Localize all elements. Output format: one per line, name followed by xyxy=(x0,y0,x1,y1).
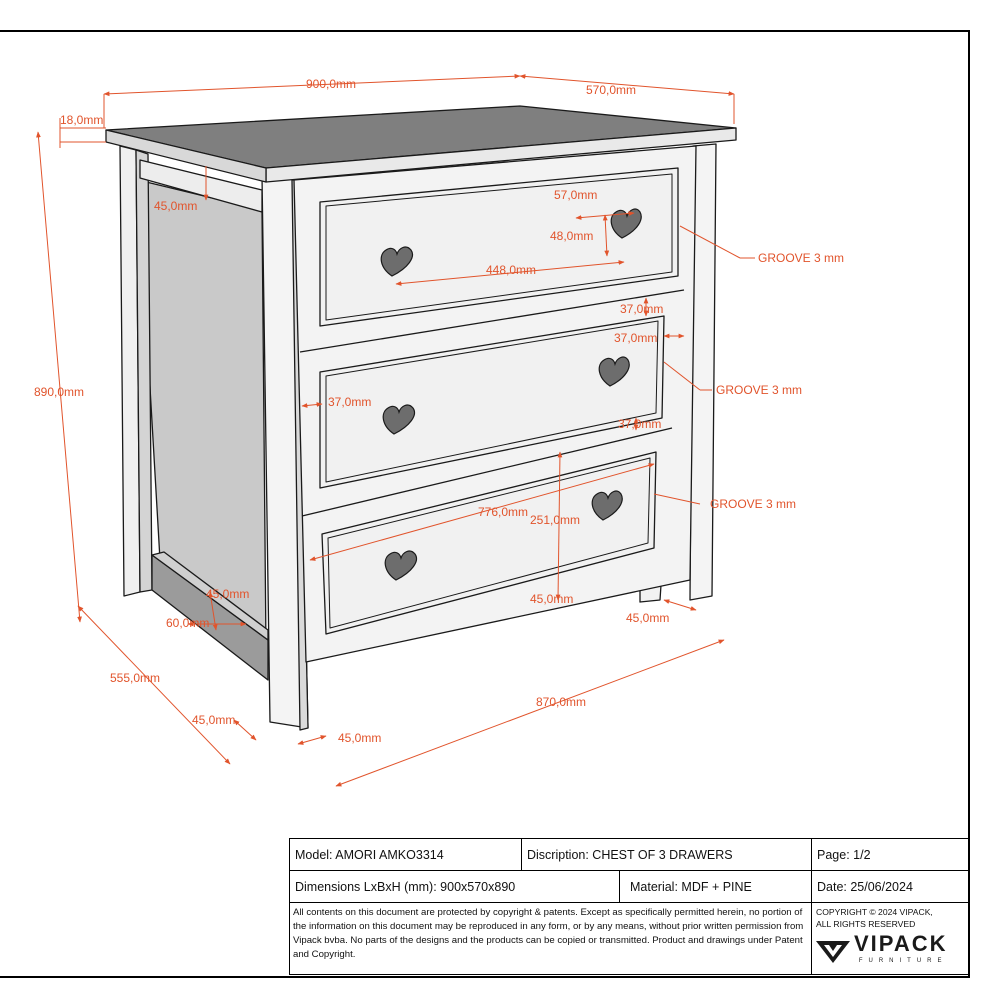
dim-base-width: 870,0mm xyxy=(536,695,586,709)
dim-leg-right: 45,0mm xyxy=(626,611,669,625)
date-cell: Date: 25/06/2024 xyxy=(811,870,970,903)
heart-knob-icon xyxy=(382,404,415,435)
page-cell: Page: 1/2 xyxy=(811,838,970,871)
groove-label-3: GROOVE 3 mm xyxy=(710,497,796,511)
title-block: Model: AMORI AMKO3314 Discription: CHEST… xyxy=(289,838,970,975)
dim-depth-top: 570,0mm xyxy=(586,83,636,97)
dim-drawer-gap-v: 37,0mm xyxy=(620,302,663,316)
dim-drawer-gap-v2: 37,0mm xyxy=(618,417,661,431)
dim-top-thickness: 18,0mm xyxy=(60,113,103,127)
dimensions-cell: Dimensions LxBxH (mm): 900x570x890 xyxy=(289,870,620,903)
dim-stretcher-depth: 60,0mm xyxy=(166,616,209,630)
logo-sub: FURNITURE xyxy=(858,958,948,964)
groove-label-2: GROOVE 3 mm xyxy=(716,383,802,397)
groove-label-1: GROOVE 3 mm xyxy=(758,251,844,265)
dim-base-depth: 555,0mm xyxy=(110,671,160,685)
material-cell: Material: MDF + PINE xyxy=(619,870,812,903)
drawing-frame xyxy=(0,30,970,978)
copyright-line-1: COPYRIGHT © 2024 VIPACK, xyxy=(816,907,933,917)
dim-drawer-width: 776,0mm xyxy=(478,505,528,519)
dimension-lines xyxy=(36,73,755,787)
dim-stretcher-height: 45,0mm xyxy=(206,587,249,601)
copyright-cell: COPYRIGHT © 2024 VIPACK, ALL RIGHTS RESE… xyxy=(811,902,970,975)
dim-overall-height: 890,0mm xyxy=(34,385,84,399)
legal-notice: All contents on this document are protec… xyxy=(289,902,812,975)
top-side-edge xyxy=(105,129,267,183)
drawer-1-groove xyxy=(325,173,673,321)
dim-width-top: 900,0mm xyxy=(306,77,356,91)
dim-leg-left-width: 45,0mm xyxy=(192,713,235,727)
dim-drawer-gap-h: 37,0mm xyxy=(614,331,657,345)
dim-drawer-side-gap: 37,0mm xyxy=(328,395,371,409)
vipack-logo: VIPACK FURNITURE xyxy=(816,931,965,967)
drawer-2 xyxy=(319,315,665,489)
drawer-2-groove xyxy=(325,320,659,483)
dim-drawer-height: 251,0mm xyxy=(530,513,580,527)
dim-knob-spacing: 448,0mm xyxy=(486,263,536,277)
vipack-logo-icon xyxy=(816,940,850,963)
dim-leg-front-width: 45,0mm xyxy=(338,731,381,745)
heart-knob-icon xyxy=(598,356,630,387)
copyright-line-2: ALL RIGHTS RESERVED xyxy=(816,919,916,929)
logo-word: VIPACK xyxy=(854,931,948,956)
dimension-labels: 900,0mm 570,0mm 18,0mm 890,0mm 45,0mm 57… xyxy=(34,77,844,745)
dim-bottom-rail: 45,0mm xyxy=(530,592,573,606)
drawer-1 xyxy=(319,167,679,327)
dim-knob-width: 57,0mm xyxy=(554,188,597,202)
description-cell: Discription: CHEST OF 3 DRAWERS xyxy=(521,838,812,871)
dim-top-rail: 45,0mm xyxy=(154,199,197,213)
model-cell: Model: AMORI AMKO3314 xyxy=(289,838,522,871)
dim-knob-height: 48,0mm xyxy=(550,229,593,243)
